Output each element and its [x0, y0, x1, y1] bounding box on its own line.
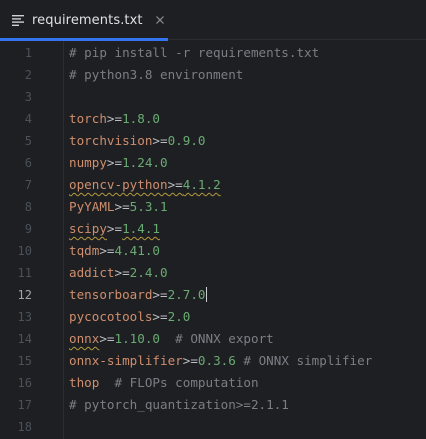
- line-number: 7: [24, 178, 32, 192]
- close-icon[interactable]: [155, 15, 165, 25]
- code-line[interactable]: tensorboard>=2.7.0: [69, 284, 207, 306]
- version-number: 1.4.1: [122, 221, 161, 236]
- tab-requirements-txt[interactable]: requirements.txt: [0, 0, 168, 41]
- version-operator: >=: [182, 353, 198, 368]
- active-tab-indicator: [0, 38, 168, 41]
- line-number: 16: [17, 376, 32, 390]
- version-number: 4.1.2: [182, 177, 221, 192]
- comment-text: # ONNX simplifier: [235, 353, 373, 368]
- version-operator: >=: [99, 243, 115, 258]
- line-number: 10: [17, 244, 32, 258]
- code-line[interactable]: torch>=1.8.0: [69, 108, 160, 130]
- code-line[interactable]: opencv-python>=4.1.2: [69, 174, 221, 196]
- version-operator: >=: [106, 155, 123, 170]
- package-name: torchvision: [69, 133, 153, 148]
- version-number: 1.10.0: [114, 331, 161, 346]
- package-name: onnx: [69, 331, 100, 346]
- version-operator: >=: [167, 177, 183, 192]
- line-number: 13: [17, 310, 32, 324]
- version-operator: >=: [152, 309, 168, 324]
- tab-bar: requirements.txt: [0, 0, 426, 41]
- line-number: 1: [24, 46, 32, 60]
- version-number: 0.3.6: [197, 353, 236, 368]
- version-operator: >=: [106, 111, 123, 126]
- text-caret: [205, 287, 207, 302]
- version-number: 4.41.0: [114, 243, 161, 258]
- gutter-divider: [63, 41, 64, 439]
- package-name: opencv-python: [69, 177, 168, 192]
- code-line[interactable]: thop # FLOPs computation: [69, 372, 259, 394]
- tab-label: requirements.txt: [32, 12, 143, 28]
- line-number: 4: [24, 112, 32, 126]
- version-operator: >=: [152, 133, 168, 148]
- version-number: 1.24.0: [122, 155, 168, 170]
- line-number: 18: [17, 420, 32, 434]
- version-number: 2.7.0: [167, 287, 206, 302]
- version-number: 1.8.0: [122, 111, 161, 126]
- comment-text: # python3.8 environment: [69, 67, 244, 82]
- line-number: 3: [24, 90, 32, 104]
- line-number: 8: [24, 200, 32, 214]
- code-line[interactable]: onnx>=1.10.0 # ONNX export: [69, 328, 274, 350]
- version-number: 2.4.0: [129, 265, 168, 280]
- version-number: 5.3.1: [129, 199, 168, 214]
- text-file-icon: [12, 14, 24, 26]
- code-line[interactable]: # pip install -r requirements.txt: [69, 42, 319, 64]
- comment-text: # pip install -r requirements.txt: [69, 45, 320, 60]
- package-name: onnx-simplifier: [69, 353, 183, 368]
- package-name: addict: [69, 265, 115, 280]
- code-line[interactable]: scipy>=1.4.1: [69, 218, 160, 240]
- package-name: scipy: [69, 221, 107, 236]
- code-line[interactable]: numpy>=1.24.0: [69, 152, 168, 174]
- line-number: 11: [17, 266, 32, 280]
- line-number: 5: [24, 134, 32, 148]
- comment-text: # pytorch_quantization>=2.1.1: [69, 397, 289, 412]
- version-number: 0.9.0: [167, 133, 206, 148]
- code-line[interactable]: torchvision>=0.9.0: [69, 130, 206, 152]
- line-number: 2: [24, 68, 32, 82]
- version-operator: >=: [114, 265, 130, 280]
- version-operator: >=: [99, 331, 115, 346]
- code-line[interactable]: pycocotools>=2.0: [69, 306, 190, 328]
- code-line[interactable]: onnx-simplifier>=0.3.6 # ONNX simplifier: [69, 350, 372, 372]
- line-number: 15: [17, 354, 32, 368]
- line-number: 6: [24, 156, 32, 170]
- line-number: 12: [17, 288, 32, 302]
- code-line[interactable]: # python3.8 environment: [69, 64, 243, 86]
- line-number: 14: [17, 332, 32, 346]
- version-operator: >=: [152, 287, 168, 302]
- package-name: pycocotools: [69, 309, 153, 324]
- package-name: tensorboard: [69, 287, 153, 302]
- comment-text: # ONNX export: [160, 331, 274, 346]
- line-number: 9: [24, 222, 32, 236]
- package-name: numpy: [69, 155, 107, 170]
- version-number: 2.0: [167, 309, 191, 324]
- package-name: torch: [69, 111, 107, 126]
- package-name: tqdm: [69, 243, 100, 258]
- code-line[interactable]: addict>=2.4.0: [69, 262, 168, 284]
- version-operator: >=: [106, 221, 123, 236]
- version-operator: >=: [114, 199, 130, 214]
- comment-text: # FLOPs computation: [99, 375, 259, 390]
- package-name: PyYAML: [69, 199, 115, 214]
- code-line[interactable]: # pytorch_quantization>=2.1.1: [69, 394, 289, 416]
- code-line[interactable]: tqdm>=4.41.0: [69, 240, 160, 262]
- package-name: thop: [69, 375, 100, 390]
- code-line[interactable]: PyYAML>=5.3.1: [69, 196, 168, 218]
- line-number: 17: [17, 398, 32, 412]
